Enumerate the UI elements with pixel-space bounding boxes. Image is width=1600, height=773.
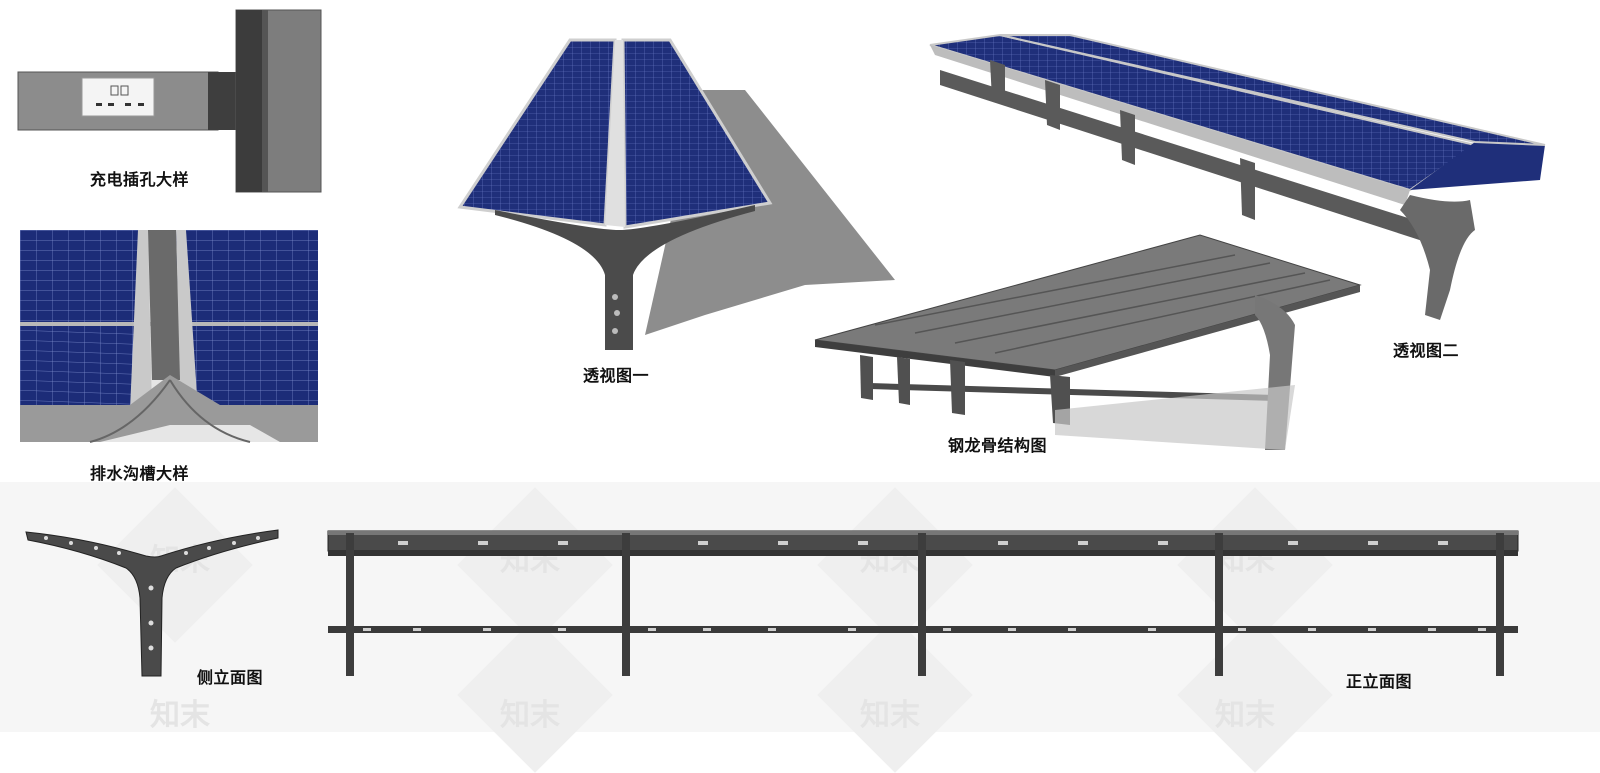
- perspective-view-2: [929, 33, 1546, 320]
- charging-socket-detail: [17, 9, 322, 193]
- caption-drainage-gutter: 排水沟槽大样: [90, 464, 190, 483]
- column: [1215, 533, 1223, 676]
- drainage-gutter-detail: [20, 230, 318, 443]
- longitudinal-beam: [940, 70, 1435, 245]
- caption-charging-socket: 充电插孔大样: [90, 170, 190, 189]
- caption-perspective-2: 透视图二: [1393, 341, 1460, 360]
- steel-frame-structure: [814, 234, 1362, 450]
- caption-steel-frame: 钢龙骨结构图: [948, 436, 1048, 455]
- perspective-view-1: [457, 38, 895, 350]
- socket-plate: [81, 77, 155, 117]
- side-elevation: [25, 529, 279, 677]
- tie-beam: [870, 383, 1275, 401]
- y-column: [495, 205, 755, 350]
- front-elevation: [327, 530, 1519, 676]
- column: [1496, 533, 1504, 676]
- column: [918, 533, 926, 676]
- end-column: [1400, 195, 1475, 320]
- caption-side-elevation: 侧立面图: [197, 668, 264, 687]
- caption-perspective-1: 透视图一: [583, 366, 650, 385]
- column: [346, 533, 354, 676]
- caption-front-elevation: 正立面图: [1346, 672, 1413, 691]
- elevation-band: [0, 482, 1600, 732]
- column: [622, 533, 630, 676]
